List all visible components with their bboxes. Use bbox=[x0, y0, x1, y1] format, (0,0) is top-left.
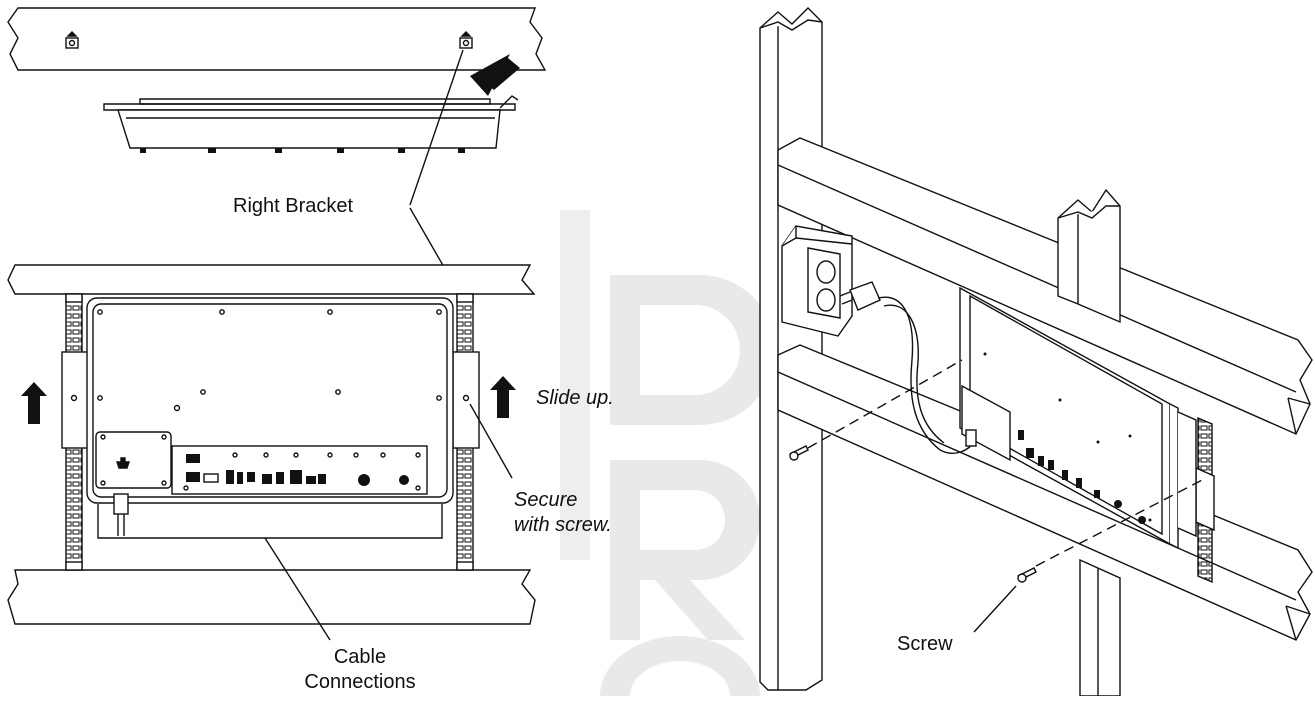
panel-outer bbox=[86, 297, 454, 504]
left-up-arrow-icon bbox=[21, 382, 47, 424]
perspective-view bbox=[759, 7, 1313, 697]
mounted-ports bbox=[1018, 430, 1146, 524]
label-screw: Screw bbox=[897, 633, 953, 655]
up-arrow-icon bbox=[470, 54, 520, 96]
cable-gland bbox=[113, 493, 129, 515]
top-view bbox=[7, 7, 547, 289]
screw-upper bbox=[789, 445, 809, 461]
plug bbox=[849, 281, 881, 311]
watermark bbox=[560, 210, 775, 696]
front-view bbox=[7, 264, 536, 641]
screw-lower bbox=[1017, 567, 1037, 583]
label-secure-line1: Secure bbox=[514, 489, 578, 511]
upper-beam bbox=[7, 264, 536, 295]
label-cable-line1: Cable bbox=[333, 646, 387, 668]
top-beam bbox=[7, 7, 547, 71]
label-slide-up: Slide up. bbox=[536, 387, 614, 409]
label-secure-line2: with screw. bbox=[514, 514, 612, 536]
mounted-power-box bbox=[961, 384, 1011, 462]
panel-inner bbox=[92, 303, 448, 498]
power-box bbox=[95, 431, 172, 489]
cable-leader bbox=[264, 537, 331, 641]
bracket-right-tab bbox=[459, 31, 473, 49]
middle-stud-bottom bbox=[1079, 558, 1121, 697]
connector-strip bbox=[171, 445, 428, 495]
plug-icon bbox=[116, 457, 130, 469]
secure-leader bbox=[469, 403, 513, 479]
panel-screws bbox=[97, 309, 442, 412]
label-right-bracket: Right Bracket bbox=[233, 195, 354, 217]
right-up-arrow-icon bbox=[490, 376, 516, 418]
upper-horizontal-beam bbox=[777, 137, 1313, 435]
label-cable-line2: Connections bbox=[304, 671, 416, 693]
mounted-bracket bbox=[1195, 466, 1215, 532]
port-icons bbox=[186, 454, 409, 486]
lower-beam bbox=[7, 569, 536, 625]
bracket-left-tab bbox=[65, 31, 79, 49]
cable-bracket-line bbox=[97, 504, 443, 539]
